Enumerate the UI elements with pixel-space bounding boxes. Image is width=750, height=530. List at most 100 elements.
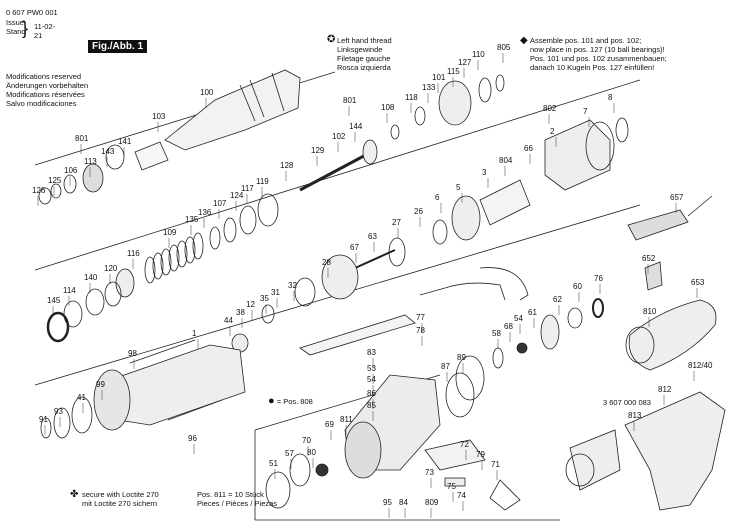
legend-dot: ● = Pos. 808 <box>268 396 313 407</box>
part-label-804: 804 <box>499 156 513 165</box>
part-label-116: 116 <box>127 249 140 258</box>
part-label-1: 1 <box>192 329 197 338</box>
lht-fr: Filetage gauche <box>337 54 391 63</box>
assemble-note: Assemble pos. 101 and pos. 102; now plac… <box>530 36 667 72</box>
part-label-96: 96 <box>188 434 197 443</box>
part-label-51: 51 <box>269 459 278 468</box>
part-label-114: 114 <box>63 286 76 295</box>
part-label-129: 129 <box>311 146 325 155</box>
part-label-106: 106 <box>64 166 78 175</box>
part-label-135: 135 <box>185 215 199 224</box>
part-label-119: 119 <box>256 177 269 186</box>
part-label-57: 57 <box>285 449 294 458</box>
part-label-98: 98 <box>128 349 137 358</box>
assemble-de-1: Pos. 101 und pos. 102 zusammenbauen; <box>530 54 667 63</box>
part-label-8: 8 <box>608 93 613 102</box>
part-label-809: 809 <box>425 498 439 507</box>
part-label-101: 101 <box>432 73 446 82</box>
part-label-118: 118 <box>405 93 418 102</box>
part-label-12: 12 <box>246 300 255 309</box>
part-label-801: 801 <box>343 96 357 105</box>
part-label-61: 61 <box>528 308 537 317</box>
part-label-76: 76 <box>594 274 603 283</box>
part-label-41: 41 <box>77 393 86 402</box>
part-label-63: 63 <box>368 232 377 241</box>
part-label-115: 115 <box>447 67 460 76</box>
part-label-2: 2 <box>550 127 555 136</box>
part-label-31: 31 <box>271 288 280 297</box>
part-label-60: 60 <box>573 282 582 291</box>
part-label-136: 136 <box>198 208 212 217</box>
part-label-124: 124 <box>230 191 244 200</box>
pieces-note: Pos. 811 = 10 Stück Pieces / Pièces / Pi… <box>197 490 277 508</box>
part-label-78: 78 <box>416 326 425 335</box>
part-label-58: 58 <box>492 329 501 338</box>
part-label-3: 3 <box>482 168 487 177</box>
part-label-77: 77 <box>416 313 425 322</box>
part-label-6: 6 <box>435 193 440 202</box>
part-label-91: 91 <box>39 415 48 424</box>
loctite-note: secure with Loctite 270 mit Loctite 270 … <box>82 490 159 508</box>
part-label-805: 805 <box>497 43 511 52</box>
loctite-de: mit Loctite 270 sichern <box>82 499 158 508</box>
part-label-53: 53 <box>367 364 376 373</box>
part-label-68: 68 <box>504 322 513 331</box>
part-label-83: 83 <box>367 348 376 357</box>
part-label-802: 802 <box>543 104 557 113</box>
part-label-127: 127 <box>458 58 472 67</box>
part-label-5: 5 <box>456 183 461 192</box>
part-label-657: 657 <box>670 193 684 202</box>
part-label-125: 125 <box>48 176 62 185</box>
part-label-107: 107 <box>213 199 227 208</box>
stand-label: Stand <box>6 27 26 36</box>
assemble-de-2: danach 10 Kugeln Pos. 127 einfüllen! <box>530 63 655 72</box>
part-label-26: 26 <box>414 207 423 216</box>
loctite-en: secure with Loctite 270 <box>82 490 159 499</box>
doc-code: 0 607 PW0 001 <box>6 8 58 17</box>
part-label-69: 69 <box>325 420 334 429</box>
mod-en: Modifications reserved <box>6 72 82 81</box>
part-label-141: 141 <box>118 137 132 146</box>
part-label-32: 32 <box>288 281 297 290</box>
part-label-70: 70 <box>302 436 311 445</box>
part-label-62: 62 <box>553 295 562 304</box>
part-label-102: 102 <box>332 132 346 141</box>
part-label-80: 80 <box>307 448 316 457</box>
part-label-38: 38 <box>236 308 245 317</box>
part-label-79: 79 <box>476 450 485 459</box>
lht-es: Rosca izquierda <box>337 63 391 72</box>
part-label-110: 110 <box>472 50 485 59</box>
part-label-84: 84 <box>399 498 408 507</box>
part-label-73: 73 <box>425 468 434 477</box>
part-label-113: 113 <box>84 157 97 166</box>
mod-de: Änderungen vorbehalten <box>6 81 89 90</box>
part-label-126: 126 <box>32 186 46 195</box>
part-label-85: 85 <box>367 401 376 410</box>
part-label-652: 652 <box>642 254 656 263</box>
part-label-653: 653 <box>691 278 705 287</box>
part-label-86: 86 <box>367 389 376 398</box>
part-label-103: 103 <box>152 112 166 121</box>
assemble-en-1: Assemble pos. 101 and pos. 102; <box>530 36 642 45</box>
part-label-108: 108 <box>381 103 395 112</box>
part-label-89: 89 <box>457 353 466 362</box>
header-block: 0 607 PW0 001 Issue Stand 11-02-21 <box>6 8 58 40</box>
part-label-72: 72 <box>460 440 469 449</box>
gear-symbol-icon: ✪ <box>327 34 336 45</box>
issue-date: 11-02-21 <box>34 22 56 40</box>
part-label-812: 812 <box>658 385 672 394</box>
figure-label: Fig./Abb. 1 <box>88 40 148 53</box>
lht-en: Left hand thread <box>337 36 392 45</box>
part-label-54: 54 <box>367 375 376 384</box>
code-813: 3 607 000 083 <box>603 398 651 407</box>
modifications-note: Modifications reserved Änderungen vorbeh… <box>6 72 88 108</box>
part-label-100: 100 <box>200 88 214 97</box>
part-label-7: 7 <box>583 107 588 116</box>
part-label-117: 117 <box>241 184 254 193</box>
left-hand-thread-note: Left hand thread Linksgewinde Filetage g… <box>337 36 392 72</box>
part-label-140: 140 <box>84 273 98 282</box>
mod-fr: Modifications réservées <box>6 90 85 99</box>
part-label-71: 71 <box>491 460 500 469</box>
part-label-144: 144 <box>349 122 363 131</box>
